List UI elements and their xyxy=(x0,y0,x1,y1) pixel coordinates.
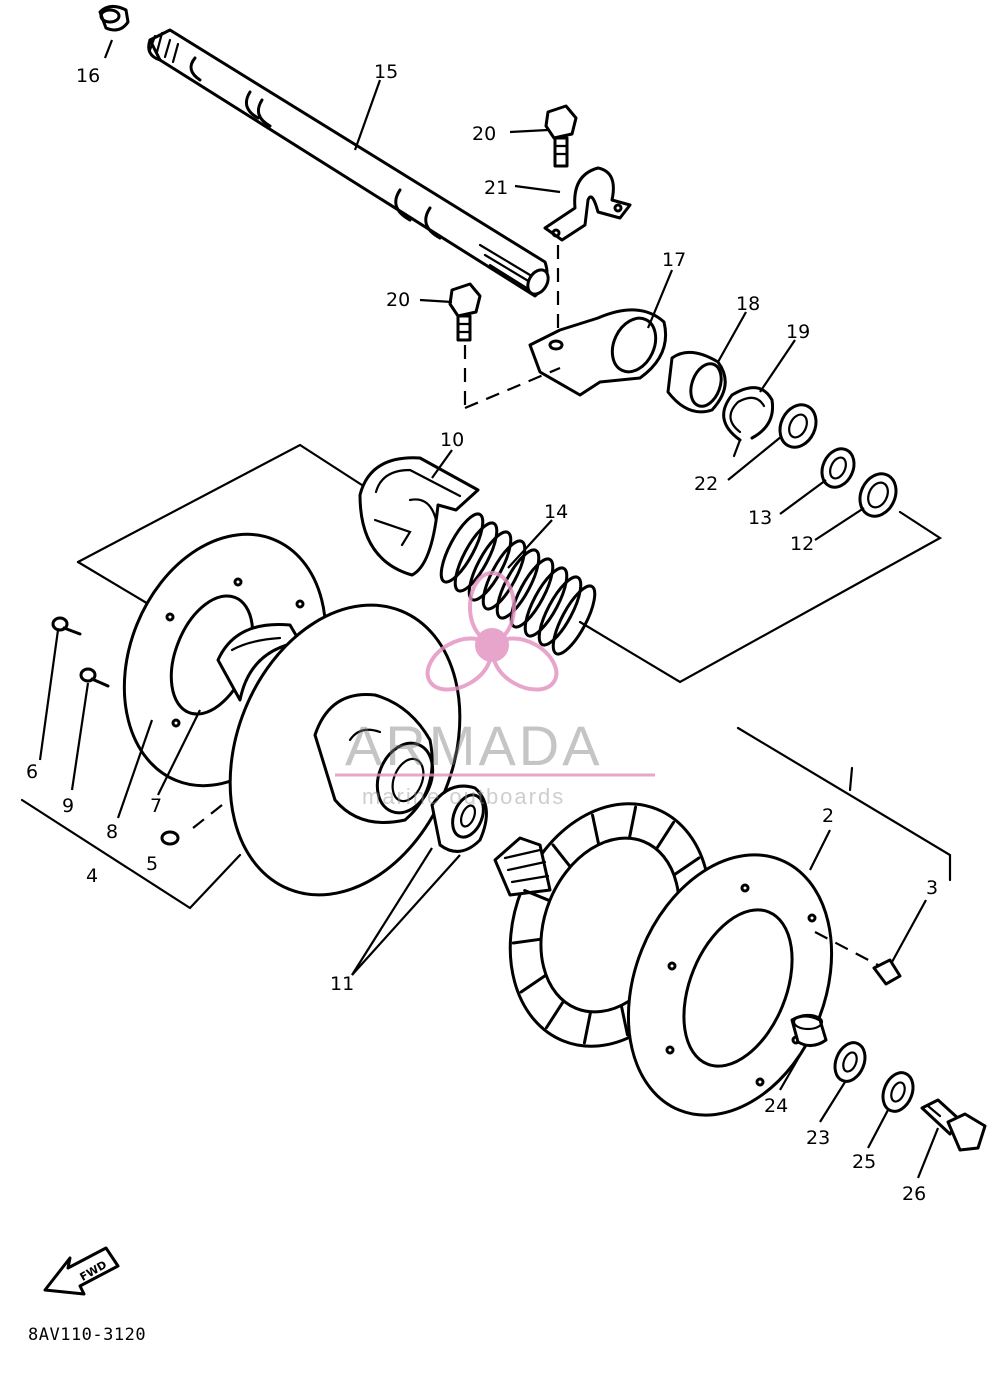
bearing-housing xyxy=(528,308,668,397)
callout-18: 18 xyxy=(736,293,760,315)
washer-12 xyxy=(858,472,898,518)
callout-labels: 16 15 20 21 20 17 18 19 10 14 22 13 12 6… xyxy=(26,61,938,1205)
callout-12: 12 xyxy=(790,533,814,555)
watermark-brand: ARMADA xyxy=(345,714,603,777)
screw-3 xyxy=(872,958,902,986)
circlip xyxy=(722,386,775,458)
callout-7: 7 xyxy=(150,795,162,817)
callout-10: 10 xyxy=(440,429,464,451)
screw-6 xyxy=(51,616,82,636)
assembly-frame-lines xyxy=(20,443,952,910)
callout-23: 23 xyxy=(806,1127,830,1149)
callout-17: 17 xyxy=(662,249,686,271)
callout-20-lower: 20 xyxy=(386,289,410,311)
propeller-logo xyxy=(425,571,559,692)
collar-24 xyxy=(790,1013,828,1047)
spring-seat xyxy=(358,456,480,577)
callout-4: 4 xyxy=(86,865,98,887)
washer-23 xyxy=(833,1041,867,1083)
callout-3: 3 xyxy=(926,877,938,899)
bolt-26 xyxy=(920,1098,987,1152)
bearing-strap xyxy=(543,166,632,242)
screw-5 xyxy=(160,830,180,846)
washer-22 xyxy=(778,403,818,449)
callout-14: 14 xyxy=(544,501,568,523)
callout-26: 26 xyxy=(902,1183,926,1205)
bushing xyxy=(430,784,488,853)
washer-13 xyxy=(820,447,856,489)
callout-25: 25 xyxy=(852,1151,876,1173)
callout-13: 13 xyxy=(748,507,772,529)
sliding-sheave xyxy=(228,603,462,897)
bolt-lower xyxy=(448,282,482,342)
callout-22: 22 xyxy=(694,473,718,495)
callout-24: 24 xyxy=(764,1095,788,1117)
callout-8: 8 xyxy=(106,821,118,843)
callout-20-upper: 20 xyxy=(472,123,496,145)
shaft-cap xyxy=(98,5,130,32)
watermark: ARMADA marine outboards xyxy=(335,571,655,809)
callout-11: 11 xyxy=(330,973,354,995)
callout-15: 15 xyxy=(374,61,398,83)
callout-9: 9 xyxy=(62,795,74,817)
bolt-upper xyxy=(544,104,578,168)
compression-spring xyxy=(439,512,597,656)
watermark-tagline: marine outboards xyxy=(362,784,565,809)
alignment-lines xyxy=(187,245,879,966)
callout-19: 19 xyxy=(786,321,810,343)
screw-9 xyxy=(79,667,110,688)
callout-5: 5 xyxy=(146,853,158,875)
callout-2: 2 xyxy=(822,805,834,827)
washer-25 xyxy=(881,1071,915,1113)
callout-16: 16 xyxy=(76,65,100,87)
leader-lines xyxy=(38,39,940,1179)
callout-21: 21 xyxy=(484,177,508,199)
ball-bearing xyxy=(666,350,727,414)
callout-6: 6 xyxy=(26,761,38,783)
forward-arrow: FWD xyxy=(43,1246,120,1296)
drawing-code: 8AV110-3120 xyxy=(28,1325,146,1345)
drive-shaft xyxy=(147,28,550,298)
